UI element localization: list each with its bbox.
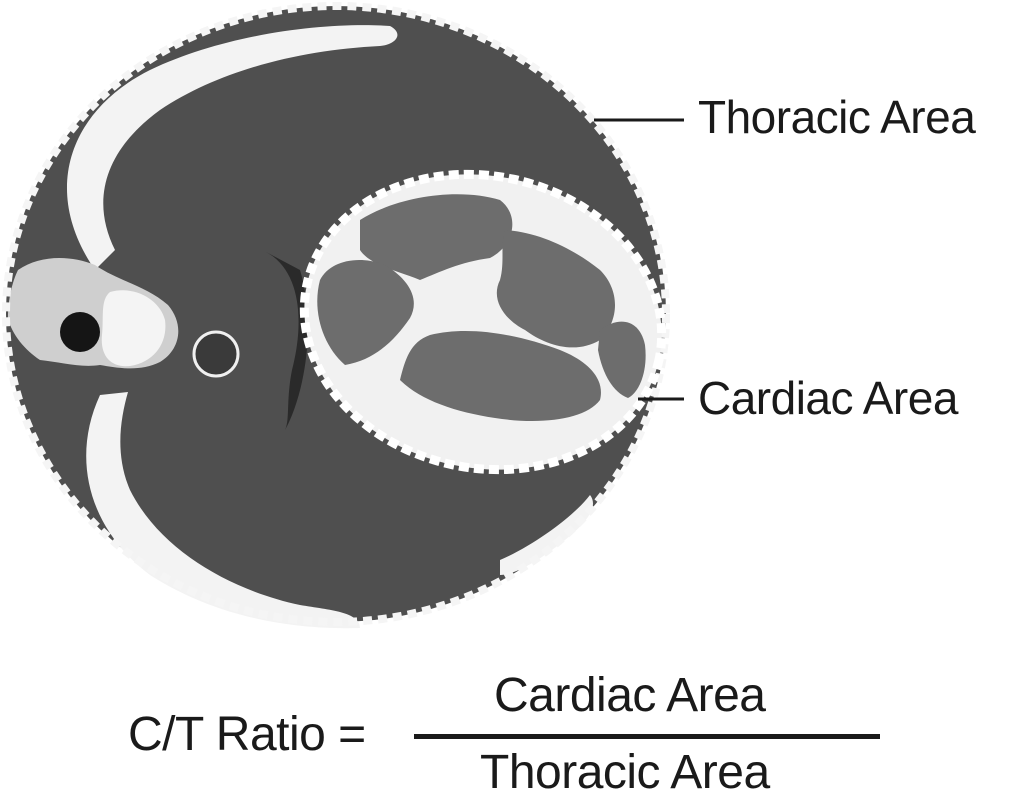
rib-upper-left [66, 25, 398, 270]
fraction-bar [414, 734, 880, 739]
left-ventricle [496, 230, 615, 348]
aorta [192, 330, 240, 378]
thoracic-outline [2, 2, 670, 626]
esophagus [266, 252, 308, 430]
cardiac-outline [299, 169, 667, 475]
pulmonary-chamber [598, 321, 646, 398]
vertebra-body [101, 290, 166, 367]
right-atrium [317, 260, 414, 365]
rib-lower-right [500, 495, 593, 575]
formula-denominator: Thoracic Area [480, 746, 770, 799]
left-atrium [400, 330, 601, 421]
thoracic-area-label: Thoracic Area [698, 91, 976, 143]
spinal-canal [60, 312, 100, 352]
formula-lhs: C/T Ratio = [128, 708, 366, 761]
right-ventricle [360, 194, 513, 280]
heart [299, 169, 667, 475]
cardiac-area-label: Cardiac Area [698, 372, 958, 424]
formula-numerator: Cardiac Area [494, 669, 766, 722]
